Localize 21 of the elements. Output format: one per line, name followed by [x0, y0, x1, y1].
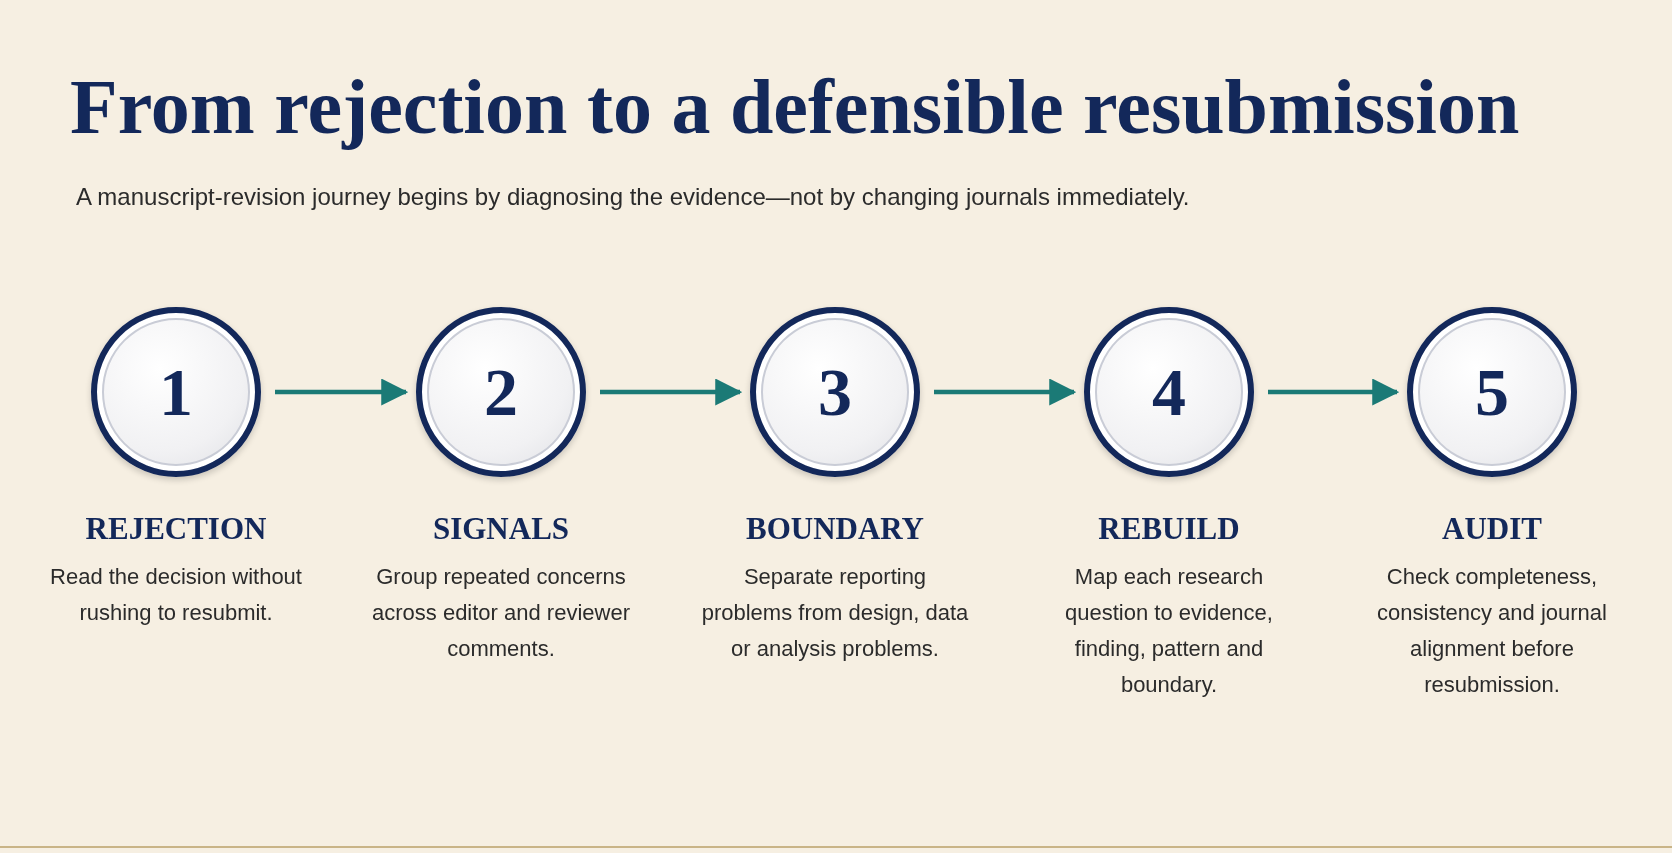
step-heading: REJECTION — [85, 511, 267, 547]
step-heading: BOUNDARY — [746, 511, 924, 547]
step-description: Map each research question to evidence, finding, pattern and boundary. — [1064, 563, 1274, 699]
arrow — [934, 378, 1077, 406]
step-description: Separate reporting problems from design, data or analysis problems. — [701, 563, 969, 663]
step-number: 2 — [484, 352, 518, 432]
arrow — [1268, 378, 1400, 406]
title: From rejection to a defensible resubmission — [70, 62, 1520, 152]
step-number: 3 — [818, 352, 852, 432]
step-description: Read the decision without rushing to resubmit. — [49, 563, 303, 627]
arrow — [275, 378, 409, 406]
step-heading: REBUILD — [1098, 511, 1240, 547]
step-heading: AUDIT — [1442, 511, 1542, 547]
step-number: 5 — [1475, 352, 1509, 432]
step-number: 4 — [1152, 352, 1186, 432]
step-number: 1 — [159, 352, 193, 432]
step-heading: SIGNALS — [432, 511, 570, 547]
step-description: Check completeness, consistency and journal alignment before resubmission. — [1376, 563, 1608, 699]
arrow — [600, 378, 743, 406]
subtitle: A manuscript-revision journey begins by diagnosing the evidence—not by changing journals immediately. — [76, 183, 1190, 211]
step-description: Group repeated concerns across editor and reviewer comments. — [371, 563, 631, 663]
